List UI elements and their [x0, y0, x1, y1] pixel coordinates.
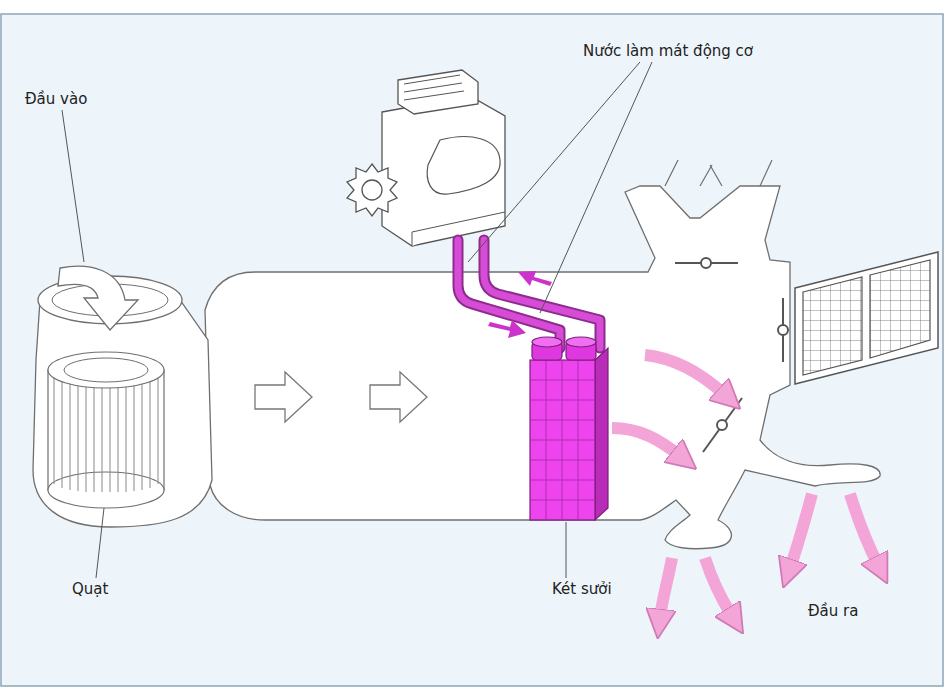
coolant-flow-arrows — [488, 271, 552, 338]
vent-grille — [795, 252, 938, 384]
defrost-vent-lines — [665, 160, 772, 186]
part-label: Nước làm mát động cơ — [583, 42, 753, 60]
air-duct — [205, 186, 880, 549]
leader-lines — [62, 62, 652, 578]
coolant-pipes — [458, 240, 600, 348]
engine — [347, 70, 505, 246]
panel-background — [1, 14, 943, 686]
warm-air-arrows — [612, 355, 878, 618]
fan-assembly — [33, 266, 212, 527]
part-label: Đầu vào — [25, 90, 87, 108]
heater-core — [530, 337, 608, 520]
part-label: Quạt — [72, 580, 108, 598]
dampers — [675, 258, 788, 452]
airflow-arrows — [255, 372, 427, 422]
part-label: Đầu ra — [808, 602, 858, 620]
part-label: Két sưởi — [552, 580, 612, 598]
